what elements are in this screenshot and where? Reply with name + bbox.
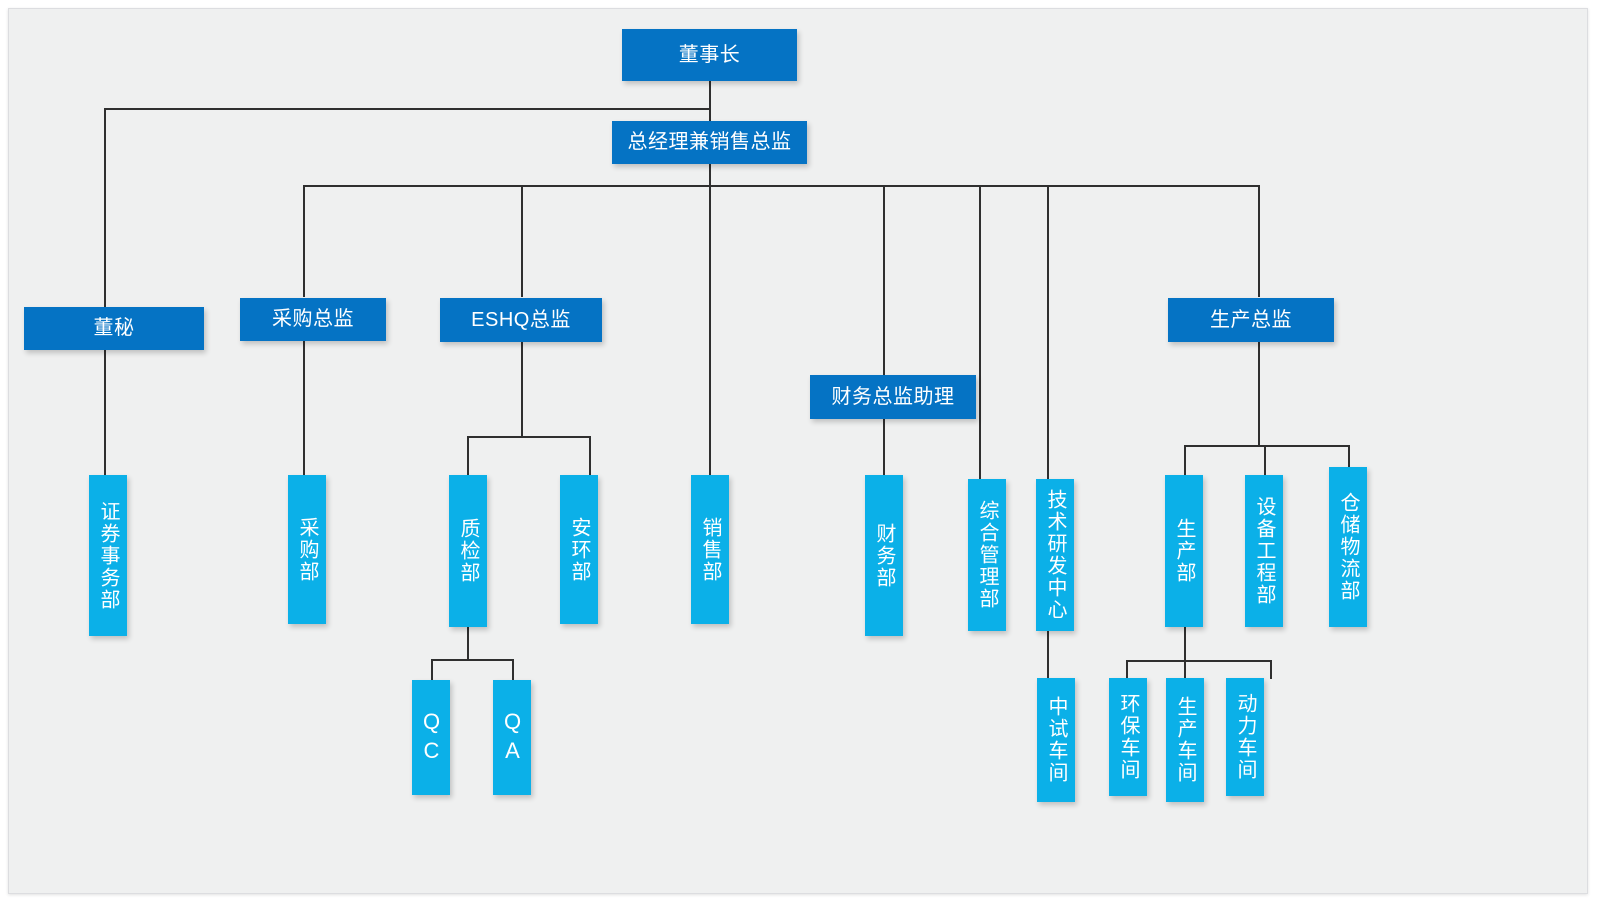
- connector-chairman-stem: [709, 81, 711, 109]
- connector-drop-rnd-center: [1047, 185, 1049, 479]
- node-securities-department[interactable]: 证券事务部: [89, 475, 127, 636]
- connector-drop-sales-dept: [709, 185, 711, 475]
- connector-to-qc-team: [431, 659, 433, 681]
- node-general-manager[interactable]: 总经理兼销售总监: [612, 121, 807, 164]
- node-label-board-secretary: 董秘: [93, 317, 135, 340]
- connector-purchasing-dir-to-dept: [303, 341, 305, 475]
- node-qa-team[interactable]: QA: [493, 680, 531, 795]
- node-eshq-director[interactable]: ESHQ总监: [440, 298, 602, 342]
- connector-drop-purchasing-dir: [303, 185, 305, 297]
- node-label-sales-department: 销售部: [699, 516, 721, 583]
- node-warehouse-logistics-department[interactable]: 仓储物流部: [1329, 467, 1367, 627]
- node-production-director[interactable]: 生产总监: [1168, 298, 1334, 342]
- node-label-production-workshop: 生产车间: [1174, 696, 1196, 784]
- node-label-environment-workshop: 环保车间: [1117, 693, 1139, 781]
- node-rnd-center[interactable]: 技术研发中心: [1036, 479, 1074, 631]
- node-label-chairman: 董事长: [678, 43, 741, 66]
- node-chairman[interactable]: 董事长: [622, 29, 797, 81]
- connector-to-env-workshop: [1126, 660, 1128, 679]
- node-sales-department[interactable]: 销售部: [691, 475, 729, 624]
- connector-eshq-stem: [521, 341, 523, 437]
- node-quality-inspection-department[interactable]: 质检部: [449, 475, 487, 627]
- node-label-finance-director-assistant: 财务总监助理: [831, 385, 955, 408]
- node-label-safety-environment-department: 安环部: [568, 516, 590, 583]
- connector-gm-bus: [303, 185, 1260, 187]
- org-chart-canvas: 董事长 总经理兼销售总监 董秘 采购总监 ESHQ总监 财务总监助理 生产总监 …: [8, 8, 1588, 894]
- node-label-general-manager: 总经理兼销售总监: [627, 131, 792, 154]
- node-label-qa-team: QA: [500, 708, 525, 767]
- node-label-eshq-director: ESHQ总监: [471, 308, 571, 331]
- node-production-department[interactable]: 生产部: [1165, 475, 1203, 627]
- connector-drop-admin-dept: [979, 185, 981, 479]
- node-label-administration-department: 综合管理部: [976, 500, 998, 610]
- connector-production-bus: [1184, 445, 1350, 447]
- connector-qc-dept-stem: [467, 627, 469, 660]
- node-board-secretary[interactable]: 董秘: [24, 307, 204, 350]
- connector-eshq-to-safety-dept: [589, 436, 591, 475]
- connector-production-stem: [1258, 341, 1260, 446]
- node-label-qc-team: QC: [419, 708, 444, 767]
- connector-prod-dept-stem: [1184, 627, 1186, 662]
- connector-production-to-equipment: [1264, 445, 1266, 475]
- connector-drop-finance-asst: [883, 185, 885, 375]
- node-administration-department[interactable]: 综合管理部: [968, 479, 1006, 631]
- connector-to-power-workshop: [1270, 660, 1272, 679]
- connector-rnd-to-pilot-workshop: [1047, 631, 1049, 679]
- connector-to-board-secretary: [104, 108, 106, 307]
- node-label-equipment-engineering-department: 设备工程部: [1253, 496, 1275, 606]
- connector-to-prod-workshop: [1184, 660, 1186, 679]
- node-qc-team[interactable]: QC: [412, 680, 450, 795]
- connector-production-to-warehouse: [1348, 445, 1350, 475]
- node-safety-environment-department[interactable]: 安环部: [560, 475, 598, 624]
- node-label-rnd-center: 技术研发中心: [1044, 489, 1066, 621]
- node-environment-workshop[interactable]: 环保车间: [1109, 678, 1147, 796]
- connector-drop-production-dir: [1258, 185, 1260, 297]
- node-label-purchasing-department: 采购部: [296, 516, 318, 583]
- connector-eshq-bus: [467, 436, 591, 438]
- node-label-production-director: 生产总监: [1210, 308, 1292, 331]
- node-label-purchasing-director: 采购总监: [272, 308, 354, 331]
- connector-qc-bus: [431, 659, 514, 661]
- connector-finance-asst-to-dept: [883, 419, 885, 475]
- node-label-power-workshop: 动力车间: [1234, 693, 1256, 781]
- node-label-finance-department: 财务部: [873, 522, 895, 589]
- node-label-quality-inspection-department: 质检部: [457, 518, 479, 584]
- node-finance-department[interactable]: 财务部: [865, 475, 903, 636]
- connector-chairman-bus: [104, 108, 711, 110]
- node-purchasing-director[interactable]: 采购总监: [240, 298, 386, 341]
- node-purchasing-department[interactable]: 采购部: [288, 475, 326, 624]
- connector-to-qa-team: [512, 659, 514, 681]
- connector-drop-eshq-dir: [521, 185, 523, 297]
- connector-workshops-bus: [1126, 660, 1272, 662]
- node-label-pilot-workshop: 中试车间: [1045, 696, 1067, 784]
- connector-chairman-to-gm: [709, 108, 711, 122]
- node-production-workshop[interactable]: 生产车间: [1166, 678, 1204, 802]
- connector-board-secretary-to-securities: [104, 350, 106, 475]
- node-label-warehouse-logistics-department: 仓储物流部: [1337, 492, 1359, 602]
- connector-gm-stem: [709, 164, 711, 186]
- node-label-securities-department: 证券事务部: [97, 500, 119, 611]
- connector-production-to-prod-dept: [1184, 445, 1186, 475]
- connector-eshq-to-qc-dept: [467, 436, 469, 475]
- node-pilot-workshop[interactable]: 中试车间: [1037, 678, 1075, 802]
- node-equipment-engineering-department[interactable]: 设备工程部: [1245, 475, 1283, 627]
- node-label-production-department: 生产部: [1173, 518, 1195, 584]
- node-power-workshop[interactable]: 动力车间: [1226, 678, 1264, 796]
- node-finance-director-assistant[interactable]: 财务总监助理: [810, 375, 976, 419]
